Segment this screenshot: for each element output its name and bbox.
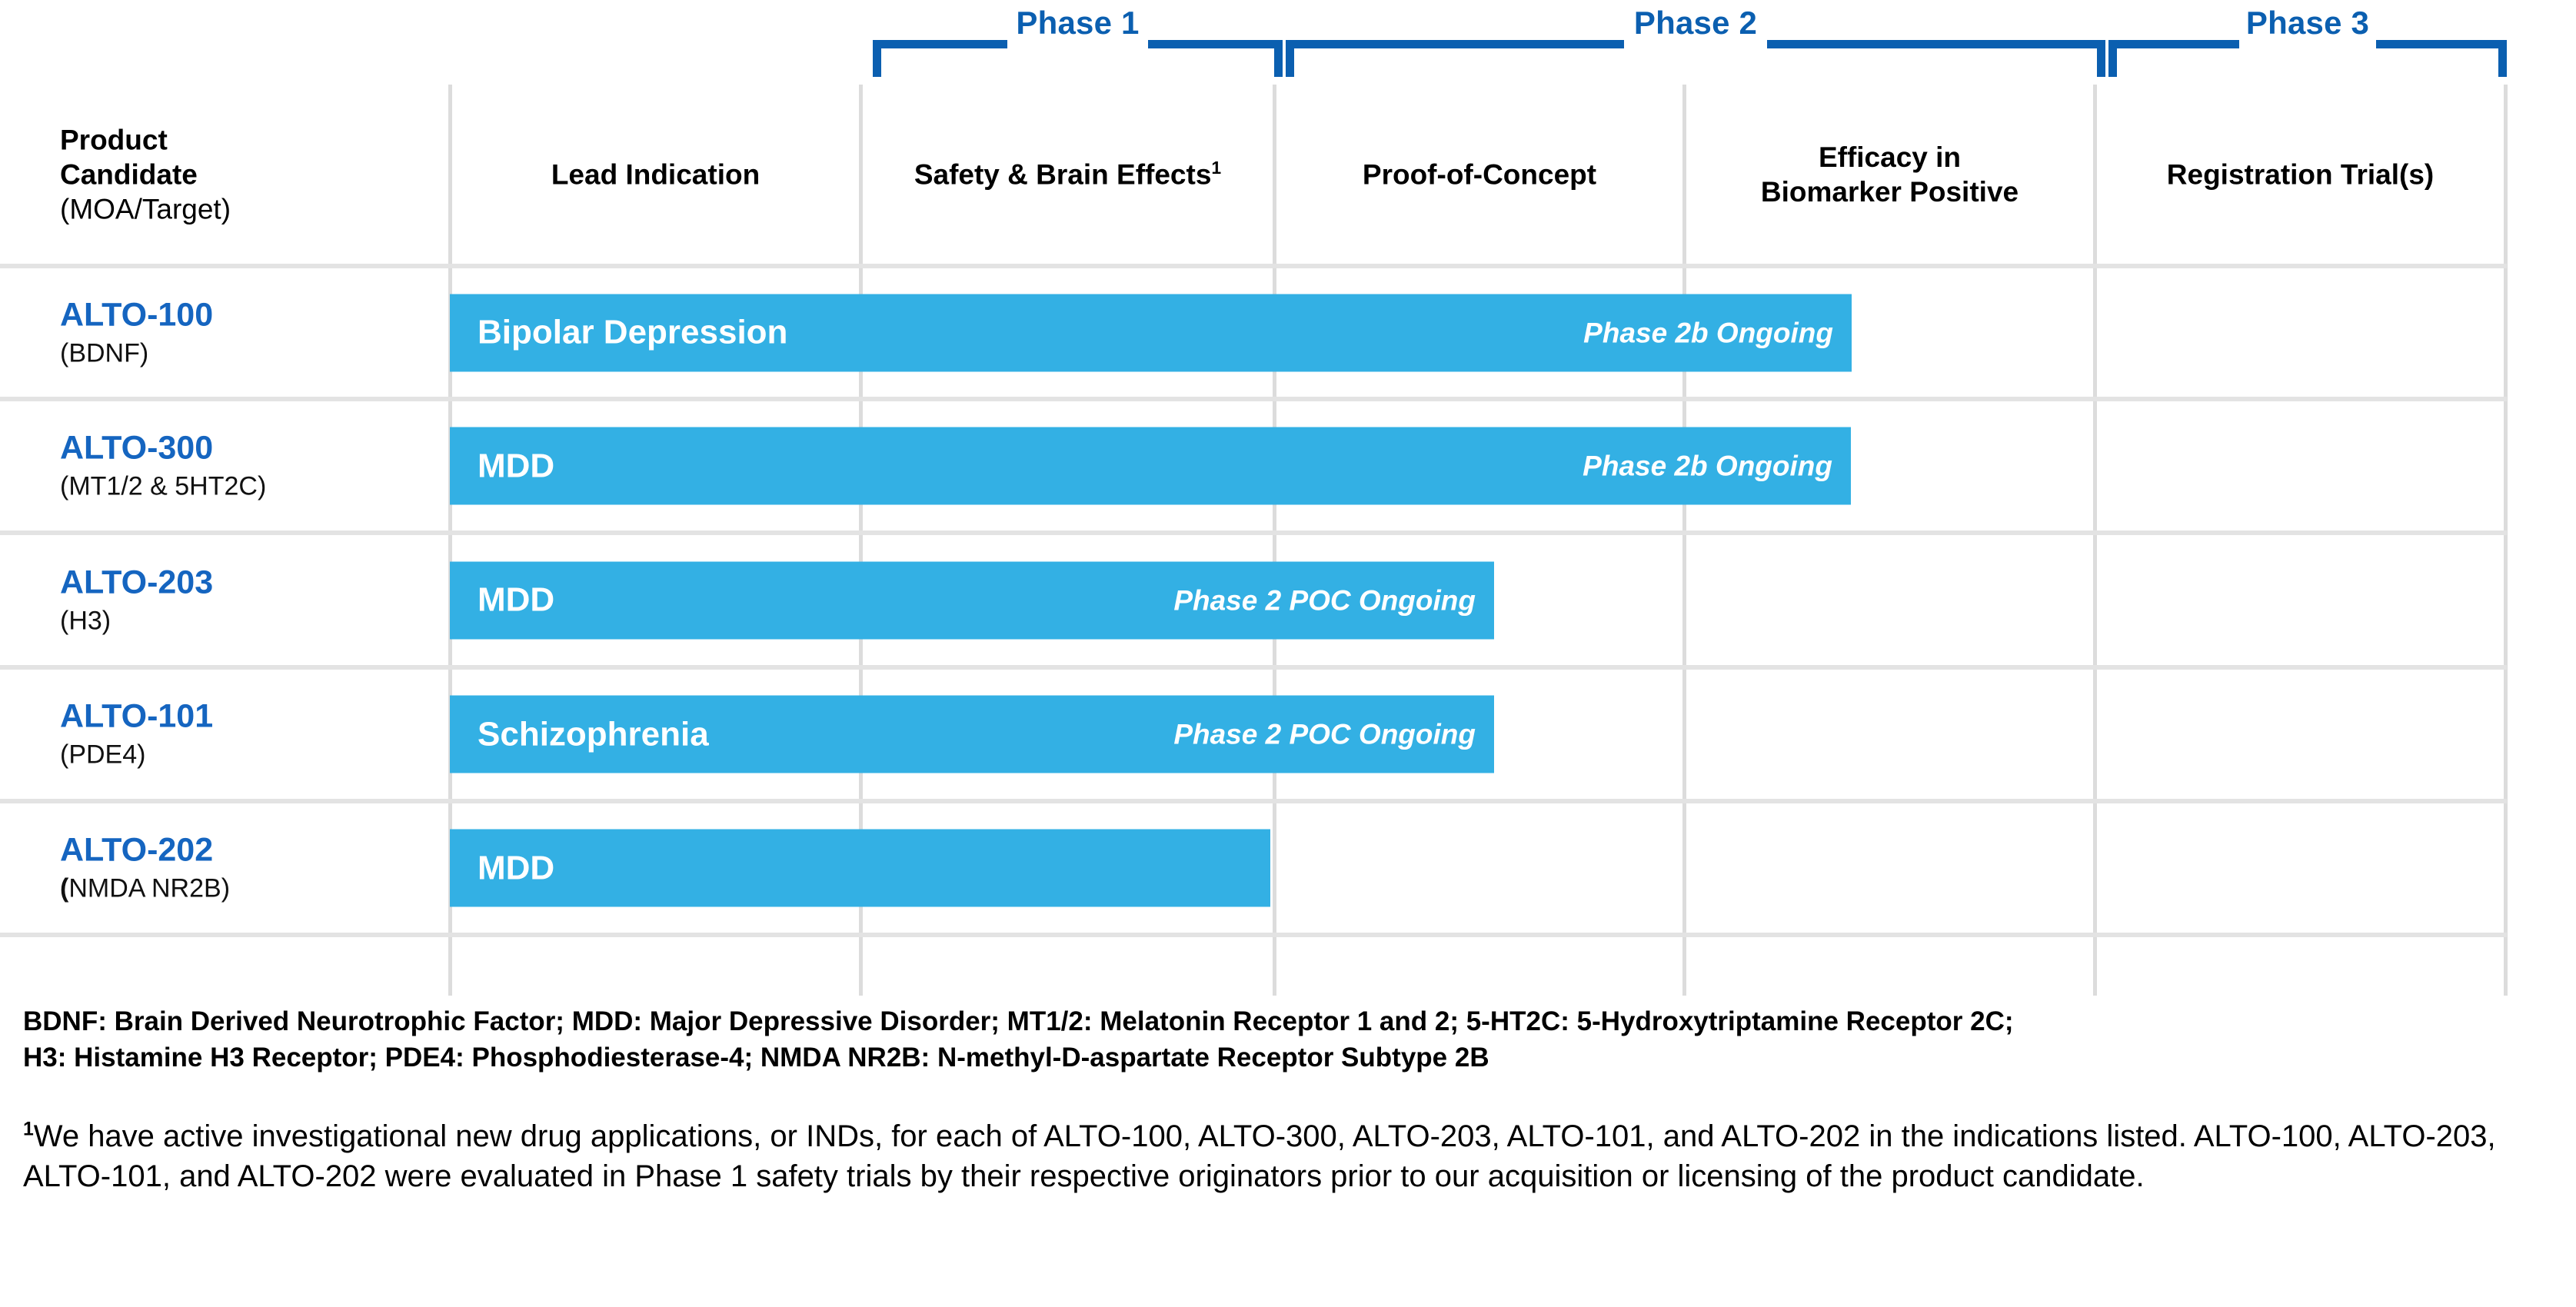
bar-indication: MDD	[478, 849, 555, 886]
bracket-bar-right	[2376, 40, 2507, 48]
header-cell-safety-brain-effects: Safety & Brain Effects1	[863, 101, 1273, 248]
bracket-bar-left	[1286, 40, 1624, 48]
bracket-bar-right	[1767, 40, 2105, 48]
candidate-name: ALTO-100	[60, 296, 214, 334]
candidate-moa: (H3)	[60, 606, 111, 636]
header-cell-efficacy-biomarker: Efficacy in Biomarker Positive	[1686, 101, 2093, 248]
candidate-moa: (PDE4)	[60, 740, 146, 770]
candidate-name: ALTO-300	[60, 429, 214, 467]
phase-header-band: Phase 1 Phase 2 Phase 3	[0, 0, 2576, 77]
phase-1-bracket	[873, 40, 1283, 77]
pipeline-bar[interactable]: MDD	[450, 829, 1270, 907]
phase-group-2: Phase 2	[1286, 0, 2105, 77]
table-row: ALTO-300 (MT1/2 & 5HT2C) MDD Phase 2b On…	[0, 401, 2576, 530]
candidate-cell: ALTO-101 (PDE4)	[60, 698, 421, 771]
header-cell-registration-trials: Registration Trial(s)	[2097, 101, 2504, 248]
pipeline-bar[interactable]: MDD Phase 2b Ongoing	[450, 427, 1851, 505]
phase-group-1: Phase 1	[873, 0, 1283, 77]
bar-status: Phase 2b Ongoing	[1583, 317, 1833, 348]
abbreviations-line-2: H3: Histamine H3 Receptor; PDE4: Phospho…	[23, 1042, 1489, 1073]
bar-status: Phase 2 POC Ongoing	[1173, 584, 1476, 616]
header-efficacy-line2: Biomarker Positive	[1760, 176, 2019, 208]
table-row: ALTO-203 (H3) MDD Phase 2 POC Ongoing	[0, 535, 2576, 665]
candidate-moa-text: NMDA NR2B)	[68, 873, 231, 903]
pipeline-bar[interactable]: Bipolar Depression Phase 2b Ongoing	[450, 294, 1852, 371]
phase-2-bracket	[1286, 40, 2105, 77]
phase-3-label: Phase 3	[2245, 5, 2370, 41]
phase-1-label: Phase 1	[1016, 5, 1140, 41]
table-row: ALTO-101 (PDE4) Schizophrenia Phase 2 PO…	[0, 670, 2576, 799]
bar-status: Phase 2 POC Ongoing	[1173, 718, 1476, 750]
header-product-line1: Product	[60, 124, 168, 156]
row-divider-1	[0, 397, 2507, 401]
candidate-moa: (NMDA NR2B)	[60, 873, 421, 905]
ind-footnote: 1We have active investigational new drug…	[23, 1116, 2561, 1196]
bar-indication: MDD	[478, 580, 555, 619]
candidate-name: ALTO-202	[60, 831, 214, 869]
footnote-marker: 1	[23, 1119, 34, 1140]
candidate-moa: (BDNF)	[60, 338, 149, 368]
bracket-tick-right	[2097, 40, 2105, 77]
header-registration-trials: Registration Trial(s)	[2166, 158, 2435, 191]
bar-indication: Bipolar Depression	[478, 313, 788, 351]
column-divider-3	[1273, 85, 1276, 996]
abbreviations-line-1: BDNF: Brain Derived Neurotrophic Factor;…	[23, 1006, 2014, 1036]
candidate-name: ALTO-101	[60, 697, 214, 735]
pipeline-table: Product Candidate (MOA/Target) Lead Indi…	[0, 85, 2576, 996]
column-divider-6	[2504, 85, 2508, 996]
column-divider-5	[2093, 85, 2097, 996]
candidate-cell: ALTO-203 (H3)	[60, 564, 421, 637]
row-divider-header	[0, 264, 2507, 268]
candidate-moa-prefix: (	[60, 873, 69, 903]
ind-footnote-text: We have active investigational new drug …	[23, 1119, 2496, 1193]
bar-indication: MDD	[478, 447, 555, 484]
row-divider-bottom	[0, 933, 2507, 937]
row-divider-3	[0, 665, 2507, 670]
column-divider-4	[1682, 85, 1686, 996]
header-product-line2: Candidate	[60, 158, 198, 191]
candidate-cell: ALTO-100 (BDNF)	[60, 296, 421, 369]
phase-3-bracket	[2108, 40, 2507, 77]
bracket-bar-right	[1148, 40, 1283, 48]
bracket-tick-left	[873, 40, 881, 77]
bar-indication: Schizophrenia	[478, 715, 709, 753]
header-lead-indication: Lead Indication	[551, 158, 760, 191]
pipeline-bar[interactable]: MDD Phase 2 POC Ongoing	[450, 561, 1494, 639]
header-safety-brain-effects: Safety & Brain Effects	[914, 158, 1212, 191]
abbreviations-footnote: BDNF: Brain Derived Neurotrophic Factor;…	[23, 1004, 2553, 1076]
header-cell-product-candidate: Product Candidate (MOA/Target)	[0, 101, 448, 248]
row-divider-4	[0, 799, 2507, 803]
header-efficacy-line1: Efficacy in	[1818, 141, 1962, 173]
column-divider-1	[448, 85, 452, 996]
row-divider-2	[0, 530, 2507, 535]
header-proof-of-concept: Proof-of-Concept	[1362, 158, 1597, 191]
footnote-marker: 1	[1211, 158, 1222, 178]
bracket-tick-right	[1274, 40, 1283, 77]
header-cell-proof-of-concept: Proof-of-Concept	[1276, 101, 1682, 248]
column-divider-2	[859, 85, 863, 996]
table-row: ALTO-202 (NMDA NR2B) MDD	[0, 803, 2576, 933]
header-cell-lead-indication: Lead Indication	[452, 101, 859, 248]
header-product-line3: (MOA/Target)	[60, 193, 231, 225]
table-row: ALTO-100 (BDNF) Bipolar Depression Phase…	[0, 268, 2576, 397]
phase-2-label: Phase 2	[1633, 5, 1758, 41]
bar-status: Phase 2b Ongoing	[1583, 450, 1832, 482]
bracket-bar-left	[2108, 40, 2239, 48]
bracket-tick-left	[2108, 40, 2117, 77]
candidate-name: ALTO-203	[60, 564, 214, 601]
bracket-tick-left	[1286, 40, 1294, 77]
candidate-moa: (MT1/2 & 5HT2C)	[60, 471, 267, 501]
candidate-cell: ALTO-300 (MT1/2 & 5HT2C)	[60, 430, 421, 503]
bracket-tick-right	[2498, 40, 2507, 77]
pipeline-bar[interactable]: Schizophrenia Phase 2 POC Ongoing	[450, 695, 1494, 773]
bracket-bar-left	[873, 40, 1007, 48]
candidate-cell: ALTO-202 (NMDA NR2B)	[60, 832, 421, 905]
phase-group-3: Phase 3	[2108, 0, 2507, 77]
